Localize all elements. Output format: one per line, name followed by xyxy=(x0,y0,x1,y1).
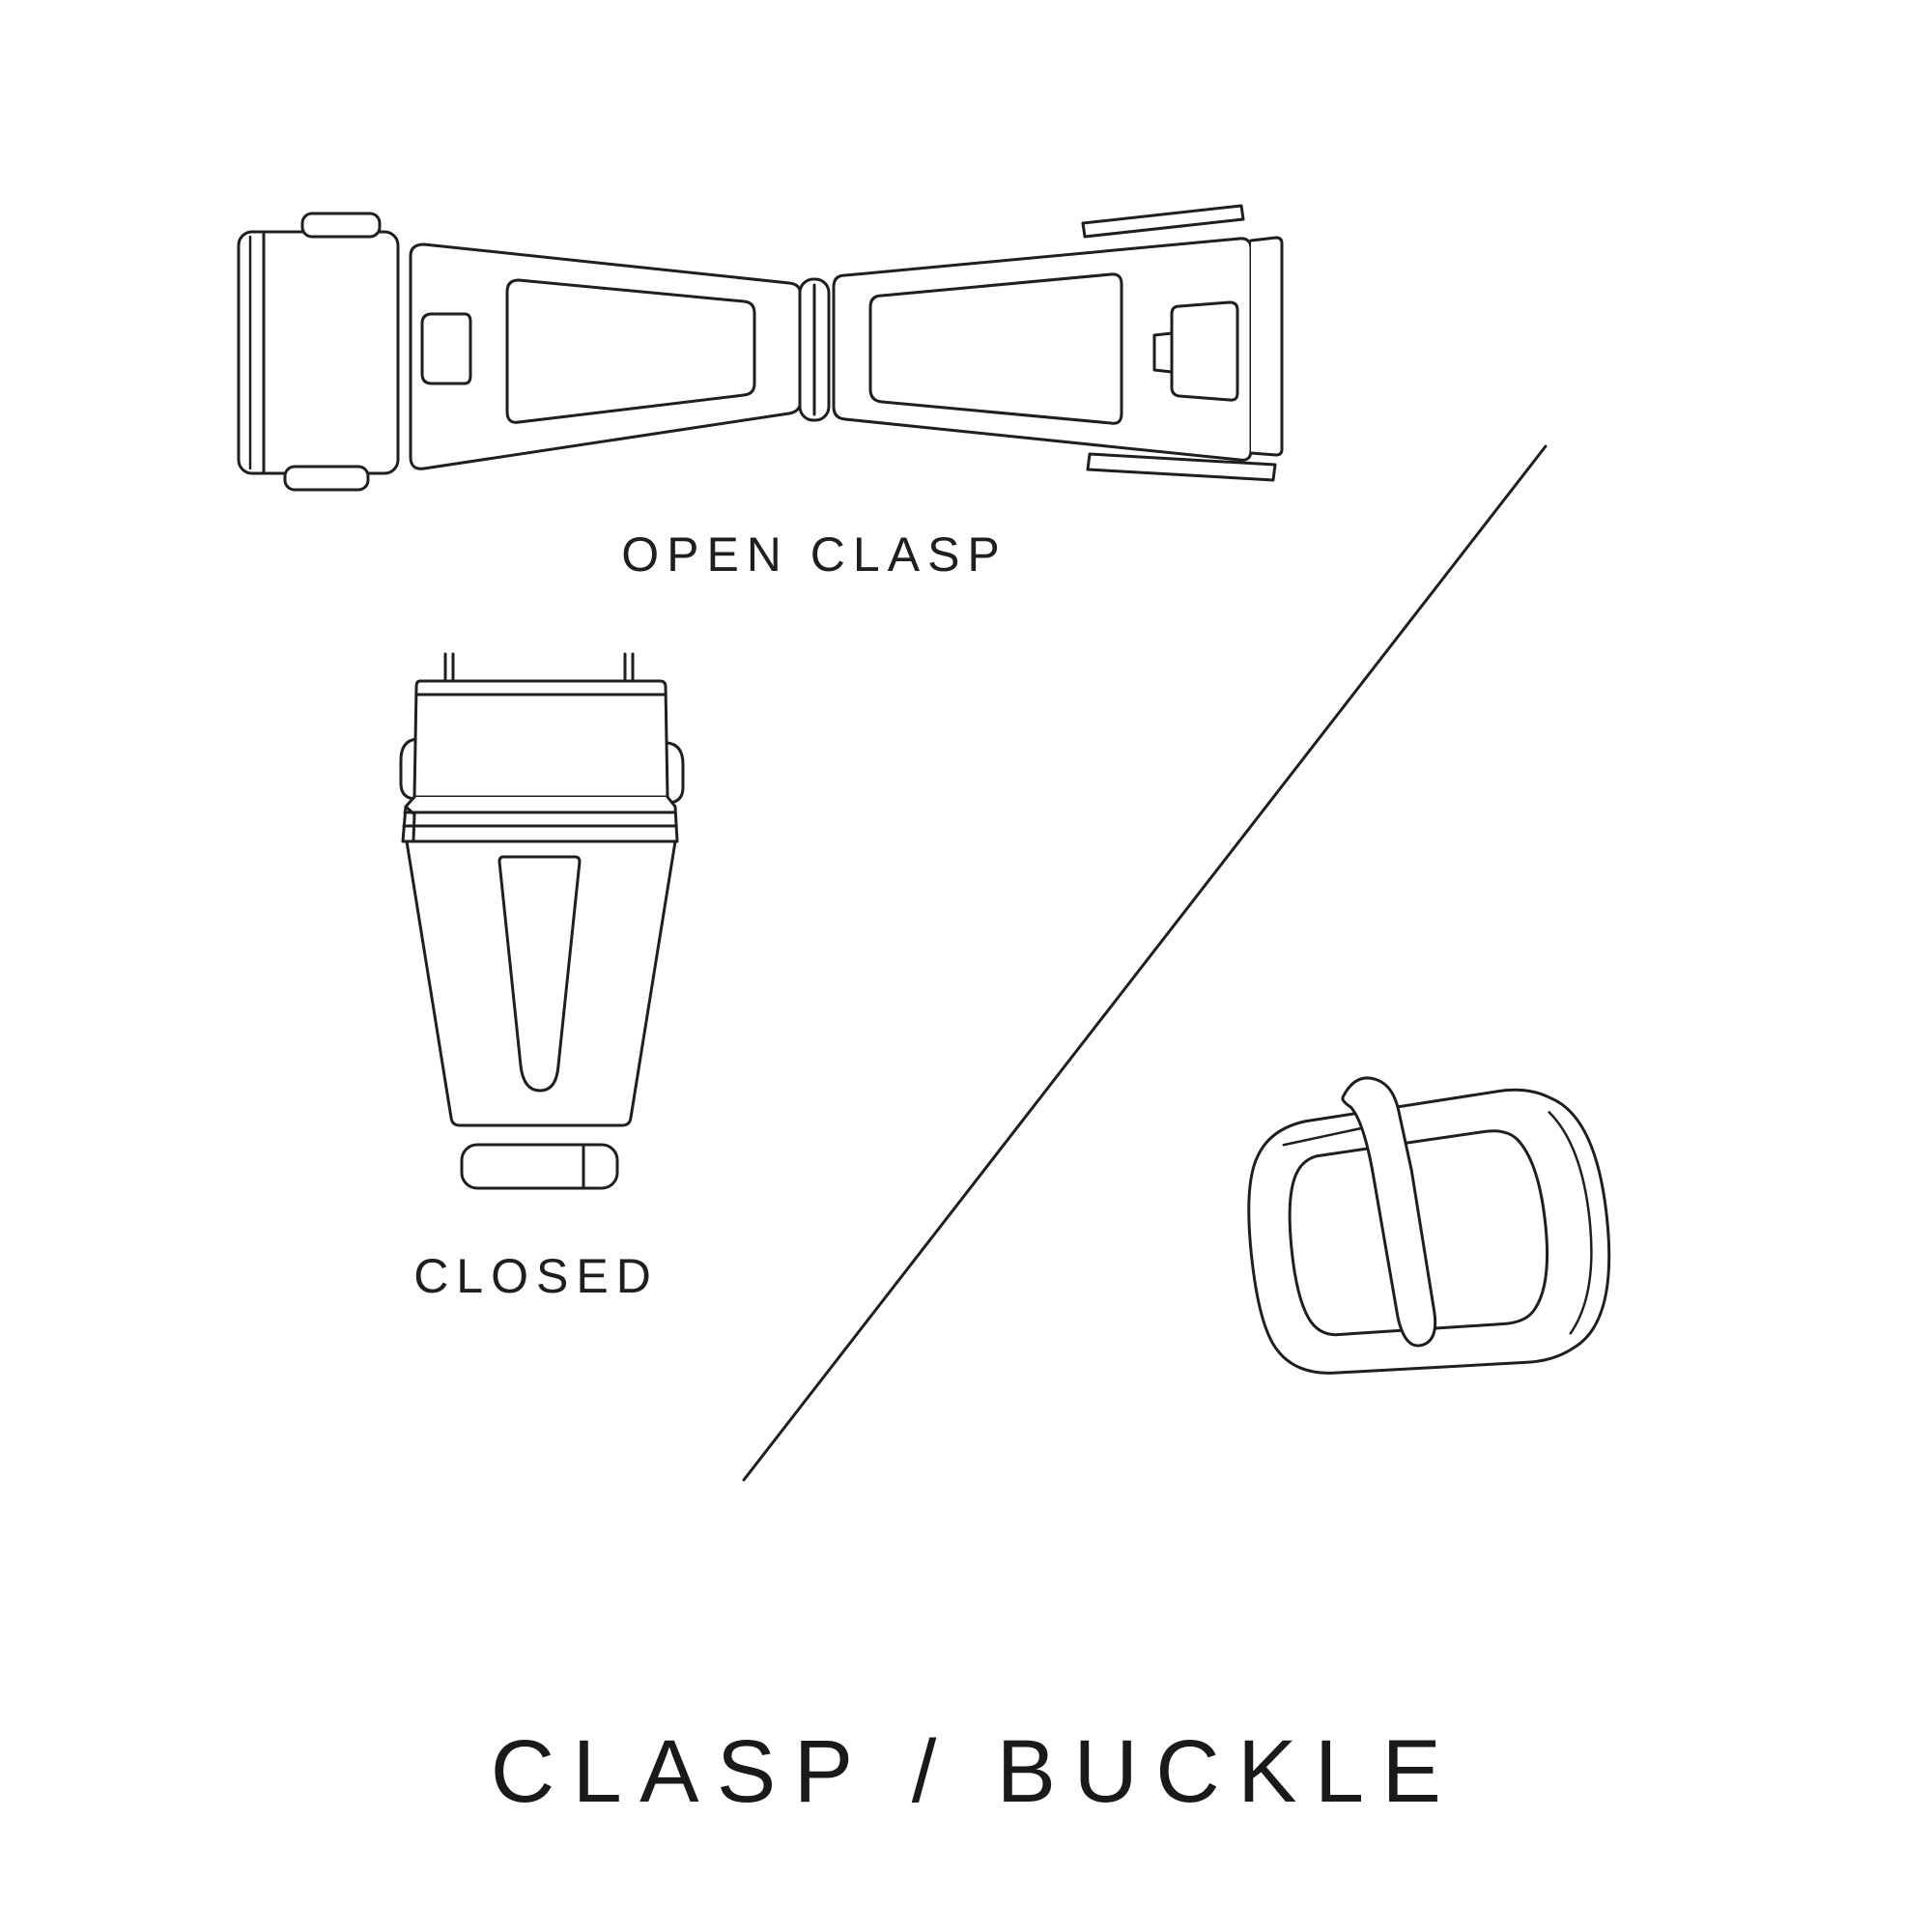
open-clasp-end-link xyxy=(237,212,400,492)
open-clasp-hinge xyxy=(798,277,831,422)
buckle-tongue xyxy=(1341,1076,1437,1348)
open-clasp-label: OPEN CLASP xyxy=(621,527,1008,582)
buckle-pin-axle xyxy=(1282,1124,1374,1147)
buckle-illustration xyxy=(1247,1076,1611,1375)
divider-line xyxy=(742,444,1548,1482)
closed-clasp-label: CLOSED xyxy=(413,1249,659,1303)
page-title: CLASP / BUCKLE xyxy=(490,1722,1460,1821)
open-clasp-right-blade xyxy=(832,204,1284,482)
closed-clasp-illustration xyxy=(399,652,685,1190)
open-clasp-illustration xyxy=(237,204,1284,492)
